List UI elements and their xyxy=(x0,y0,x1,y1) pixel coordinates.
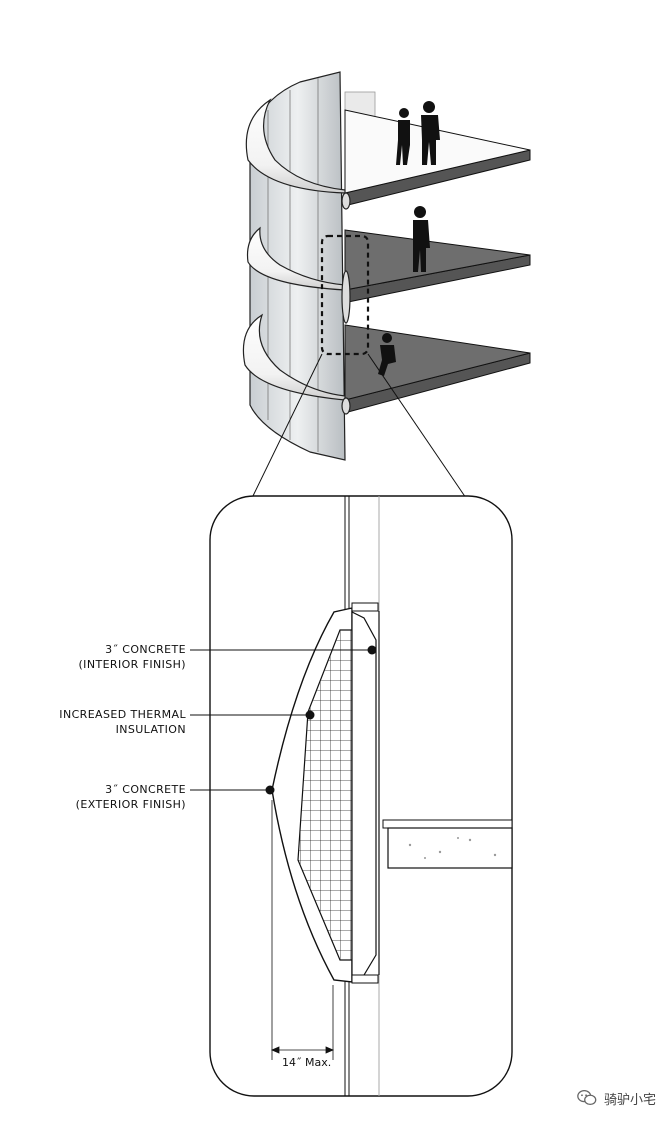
person-2 xyxy=(421,101,440,165)
person-3 xyxy=(413,206,430,272)
leader-dot-interior xyxy=(367,645,377,655)
watermark-text: 骑驴小宅 xyxy=(603,1092,656,1108)
person-4 xyxy=(378,333,396,376)
callout-exterior-line2: (EXTERIOR FINISH) xyxy=(75,798,186,811)
leader-dot-insulation xyxy=(305,710,315,720)
watermark: 骑驴小宅 xyxy=(576,1087,656,1109)
callout-interior-concrete: 3˝ CONCRETE (INTERIOR FINISH) xyxy=(78,642,186,672)
projection-line-left xyxy=(251,353,323,499)
detail-callout-box xyxy=(320,234,370,356)
top-bracket xyxy=(351,602,379,612)
dimension-lines xyxy=(270,800,335,1060)
callout-exterior-concrete: 3˝ CONCRETE (EXTERIOR FINISH) xyxy=(76,782,186,812)
callout-thermal-insulation: INCREASED THERMAL INSULATION xyxy=(59,707,186,737)
callout-insulation-line1: INCREASED THERMAL xyxy=(59,708,186,721)
dimension-label: 14˝ Max. xyxy=(282,1056,332,1069)
curved-concrete-bands xyxy=(242,98,351,415)
people-silhouettes xyxy=(378,101,440,376)
section-floor-slab xyxy=(382,819,513,869)
enlarged-section xyxy=(190,495,513,1097)
building-axonometric xyxy=(242,71,531,461)
projection-line-right xyxy=(367,353,467,499)
bottom-bracket xyxy=(351,974,379,984)
callout-interior-line1: 3˝ CONCRETE xyxy=(105,643,186,656)
person-1 xyxy=(396,108,410,165)
callout-interior-line2: (INTERIOR FINISH) xyxy=(78,658,186,671)
callout-exterior-line1: 3˝ CONCRETE xyxy=(105,783,186,796)
wechat-icon xyxy=(577,1090,597,1106)
leaders xyxy=(190,649,372,791)
leader-dot-exterior xyxy=(265,785,275,795)
callout-insulation-line2: INSULATION xyxy=(115,723,186,736)
floor-slabs xyxy=(344,109,531,413)
interior-concrete-layer xyxy=(351,611,377,981)
